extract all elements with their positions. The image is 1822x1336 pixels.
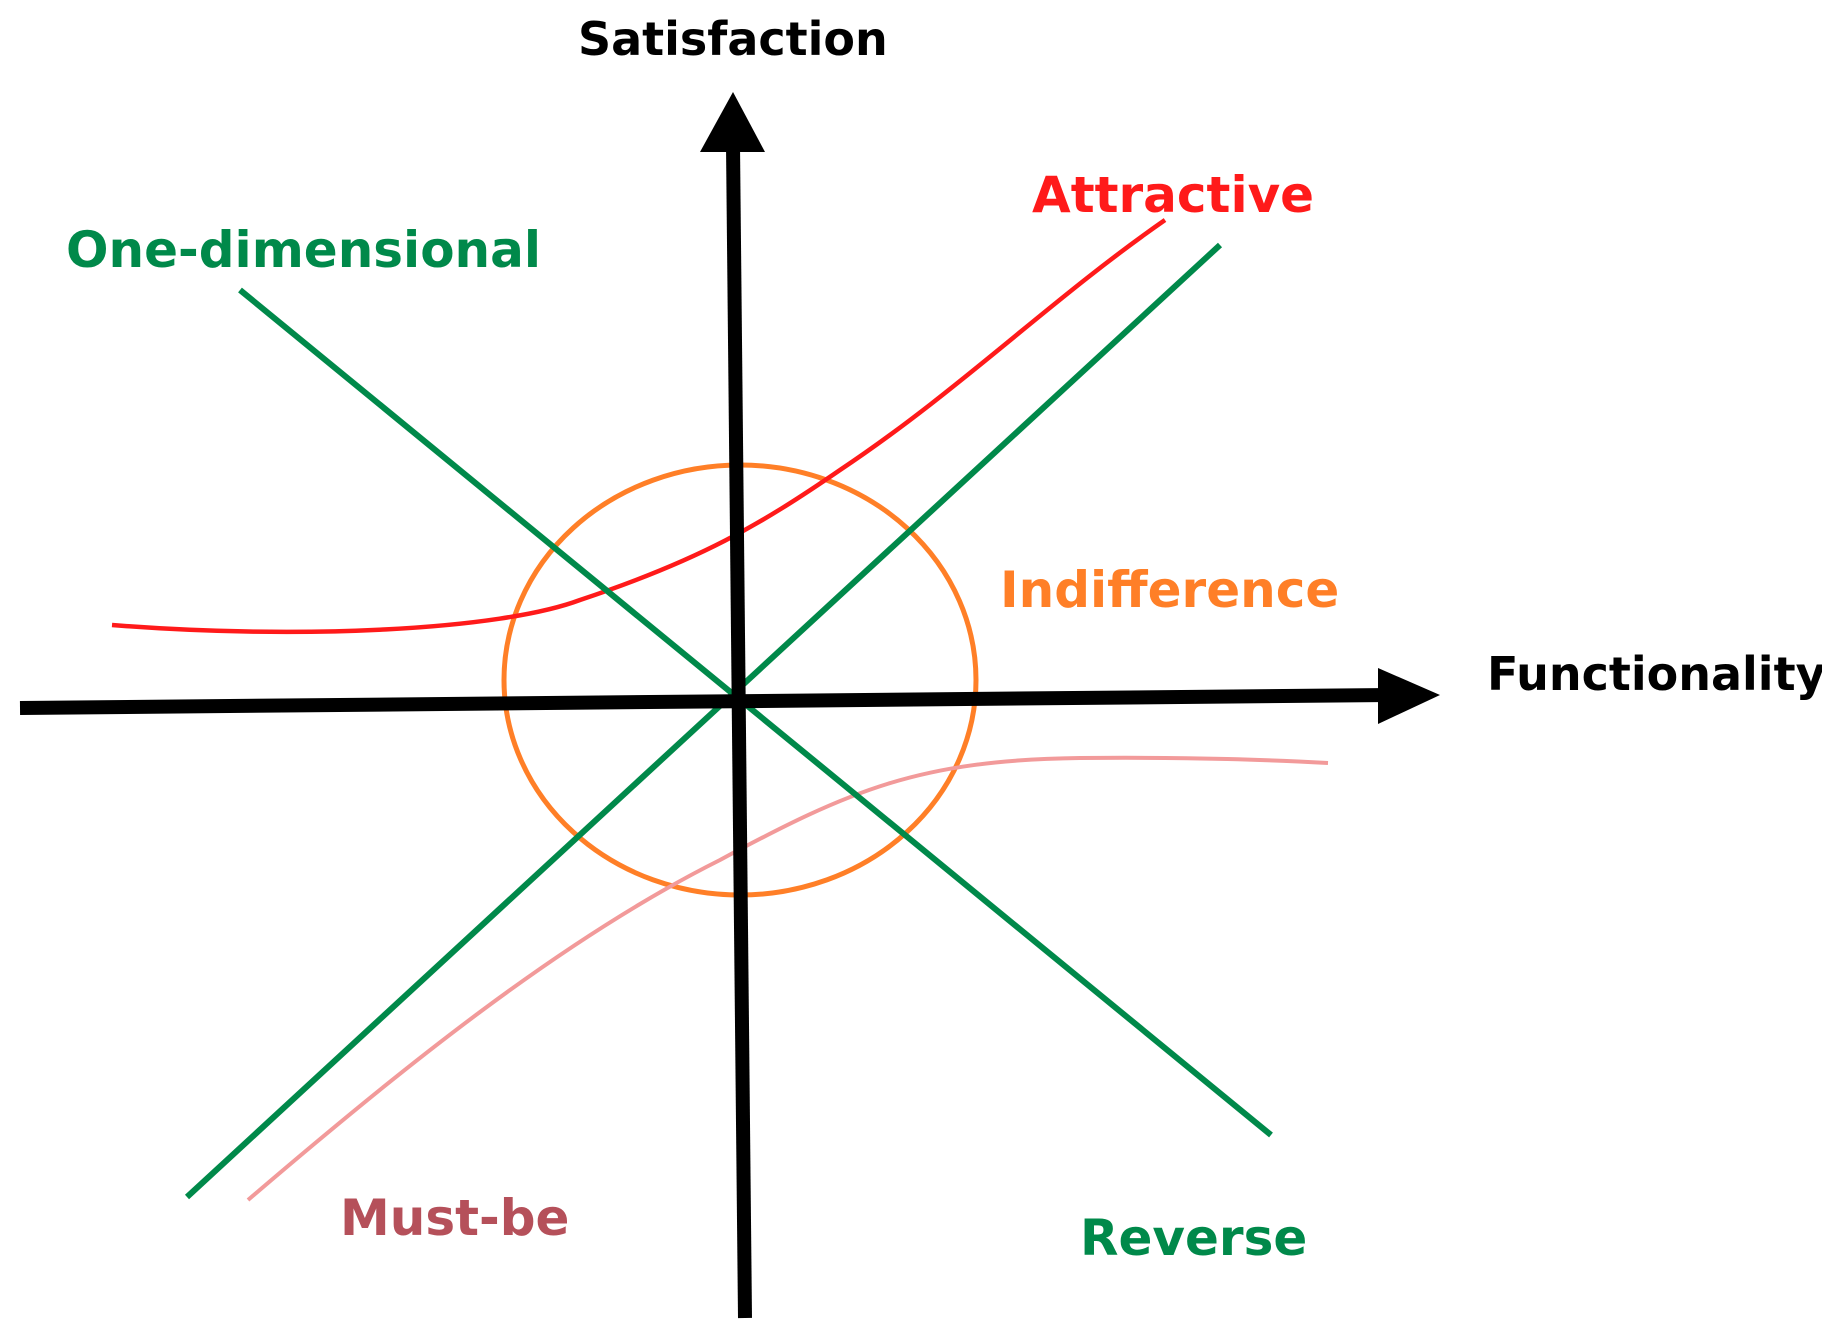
attractive-curve [111,218,1167,635]
functionality-label: Functionality [1487,647,1822,701]
one-dimensional-line [184,242,1223,1200]
satisfaction-axis-arrowhead [700,92,765,152]
functionality-axis [19,688,1391,715]
must-be-label: Must-be [340,1189,569,1247]
functionality-axis-arrowhead [1378,668,1440,724]
reverse-line [238,287,1273,1138]
must-be-curve [246,755,1329,1202]
indifference-label: Indifference [1000,561,1339,619]
attractive-label: Attractive [1032,166,1314,224]
satisfaction-label: Satisfaction [578,12,888,66]
satisfaction-axis [726,144,752,1319]
one-dimensional-label: One-dimensional [66,221,541,279]
reverse-label: Reverse [1080,1209,1307,1267]
